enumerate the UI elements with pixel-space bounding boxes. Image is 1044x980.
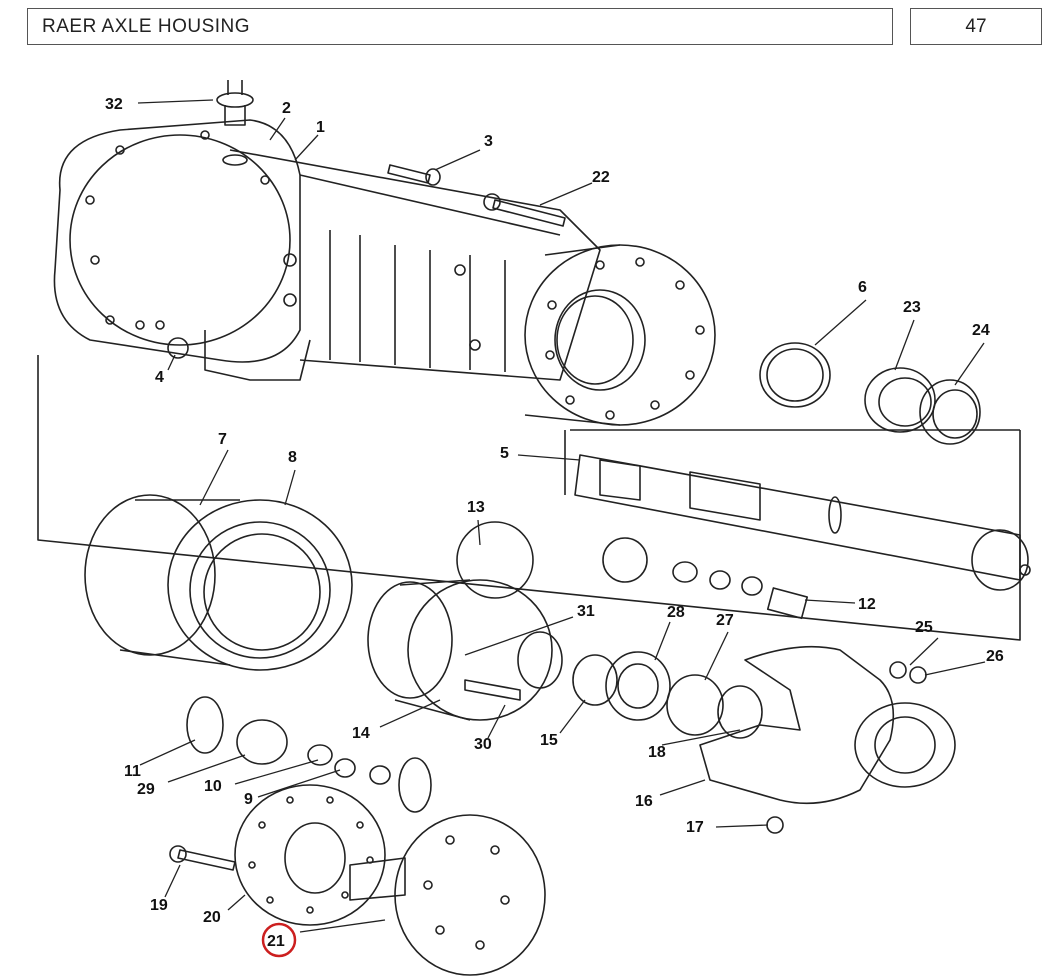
callout-11: 11 [124, 763, 141, 780]
callout-5: 5 [500, 445, 509, 462]
sun-gear-part [456, 521, 534, 599]
page-number: 47 [965, 16, 987, 37]
breather-plug-part [216, 80, 254, 166]
callout-2: 2 [282, 100, 291, 117]
axle-shaft-part [574, 454, 1031, 591]
bearing-part [864, 367, 981, 445]
callout-10: 10 [204, 778, 222, 795]
pin-part [464, 679, 521, 701]
nut-part [889, 661, 907, 679]
callout-16: 16 [635, 793, 653, 810]
bearing-ring-part [572, 651, 763, 739]
callout-12: 12 [858, 596, 876, 613]
thrust-washer-part [766, 587, 809, 620]
callout-26: 26 [986, 648, 1004, 665]
stud-part [766, 816, 784, 834]
wheel-flange-part [234, 784, 386, 926]
callout-31: 31 [577, 603, 595, 620]
callout-19: 19 [150, 897, 168, 914]
drain-plug-part [167, 337, 189, 359]
callout-7: 7 [218, 431, 227, 448]
callout-8: 8 [288, 449, 297, 466]
callout-15: 15 [540, 732, 558, 749]
bolt-part [387, 164, 566, 227]
hub-housing-part [699, 645, 956, 805]
callout-27: 27 [716, 612, 734, 629]
callout-3: 3 [484, 133, 493, 150]
axle-housing-part [53, 119, 601, 381]
planet-carrier-part [367, 579, 563, 721]
callout-28: 28 [667, 604, 685, 621]
callout-6: 6 [858, 279, 867, 296]
planet-gear-part [602, 537, 648, 583]
callout-25: 25 [915, 619, 933, 636]
planet-gear-set-part [186, 696, 432, 813]
page-number-box: 47 [910, 8, 1042, 45]
callout-29: 29 [137, 781, 155, 798]
page-title: RAER AXLE HOUSING [42, 16, 251, 37]
callout-4: 4 [155, 369, 164, 386]
callout-9: 9 [244, 791, 253, 808]
callout-18: 18 [648, 744, 666, 761]
callout-30: 30 [474, 736, 492, 753]
callout-20: 20 [203, 909, 221, 926]
callout-32: 32 [105, 96, 123, 113]
callout-17: 17 [686, 819, 704, 836]
housing-flange-part [524, 244, 716, 426]
callout-14: 14 [352, 725, 370, 742]
wheel-bolt-part [177, 849, 236, 871]
callout-21: 21 [267, 933, 285, 950]
highlight-circle [261, 922, 297, 958]
wheel-hub-part [349, 814, 546, 976]
callout-13: 13 [467, 499, 485, 516]
callout-24: 24 [972, 322, 990, 339]
title-box: RAER AXLE HOUSING [27, 8, 893, 45]
callout-23: 23 [903, 299, 921, 316]
callout-22: 22 [592, 169, 610, 186]
seal-ring-part [759, 342, 831, 408]
callout-1: 1 [316, 119, 325, 136]
ring-gear-part [84, 494, 353, 671]
